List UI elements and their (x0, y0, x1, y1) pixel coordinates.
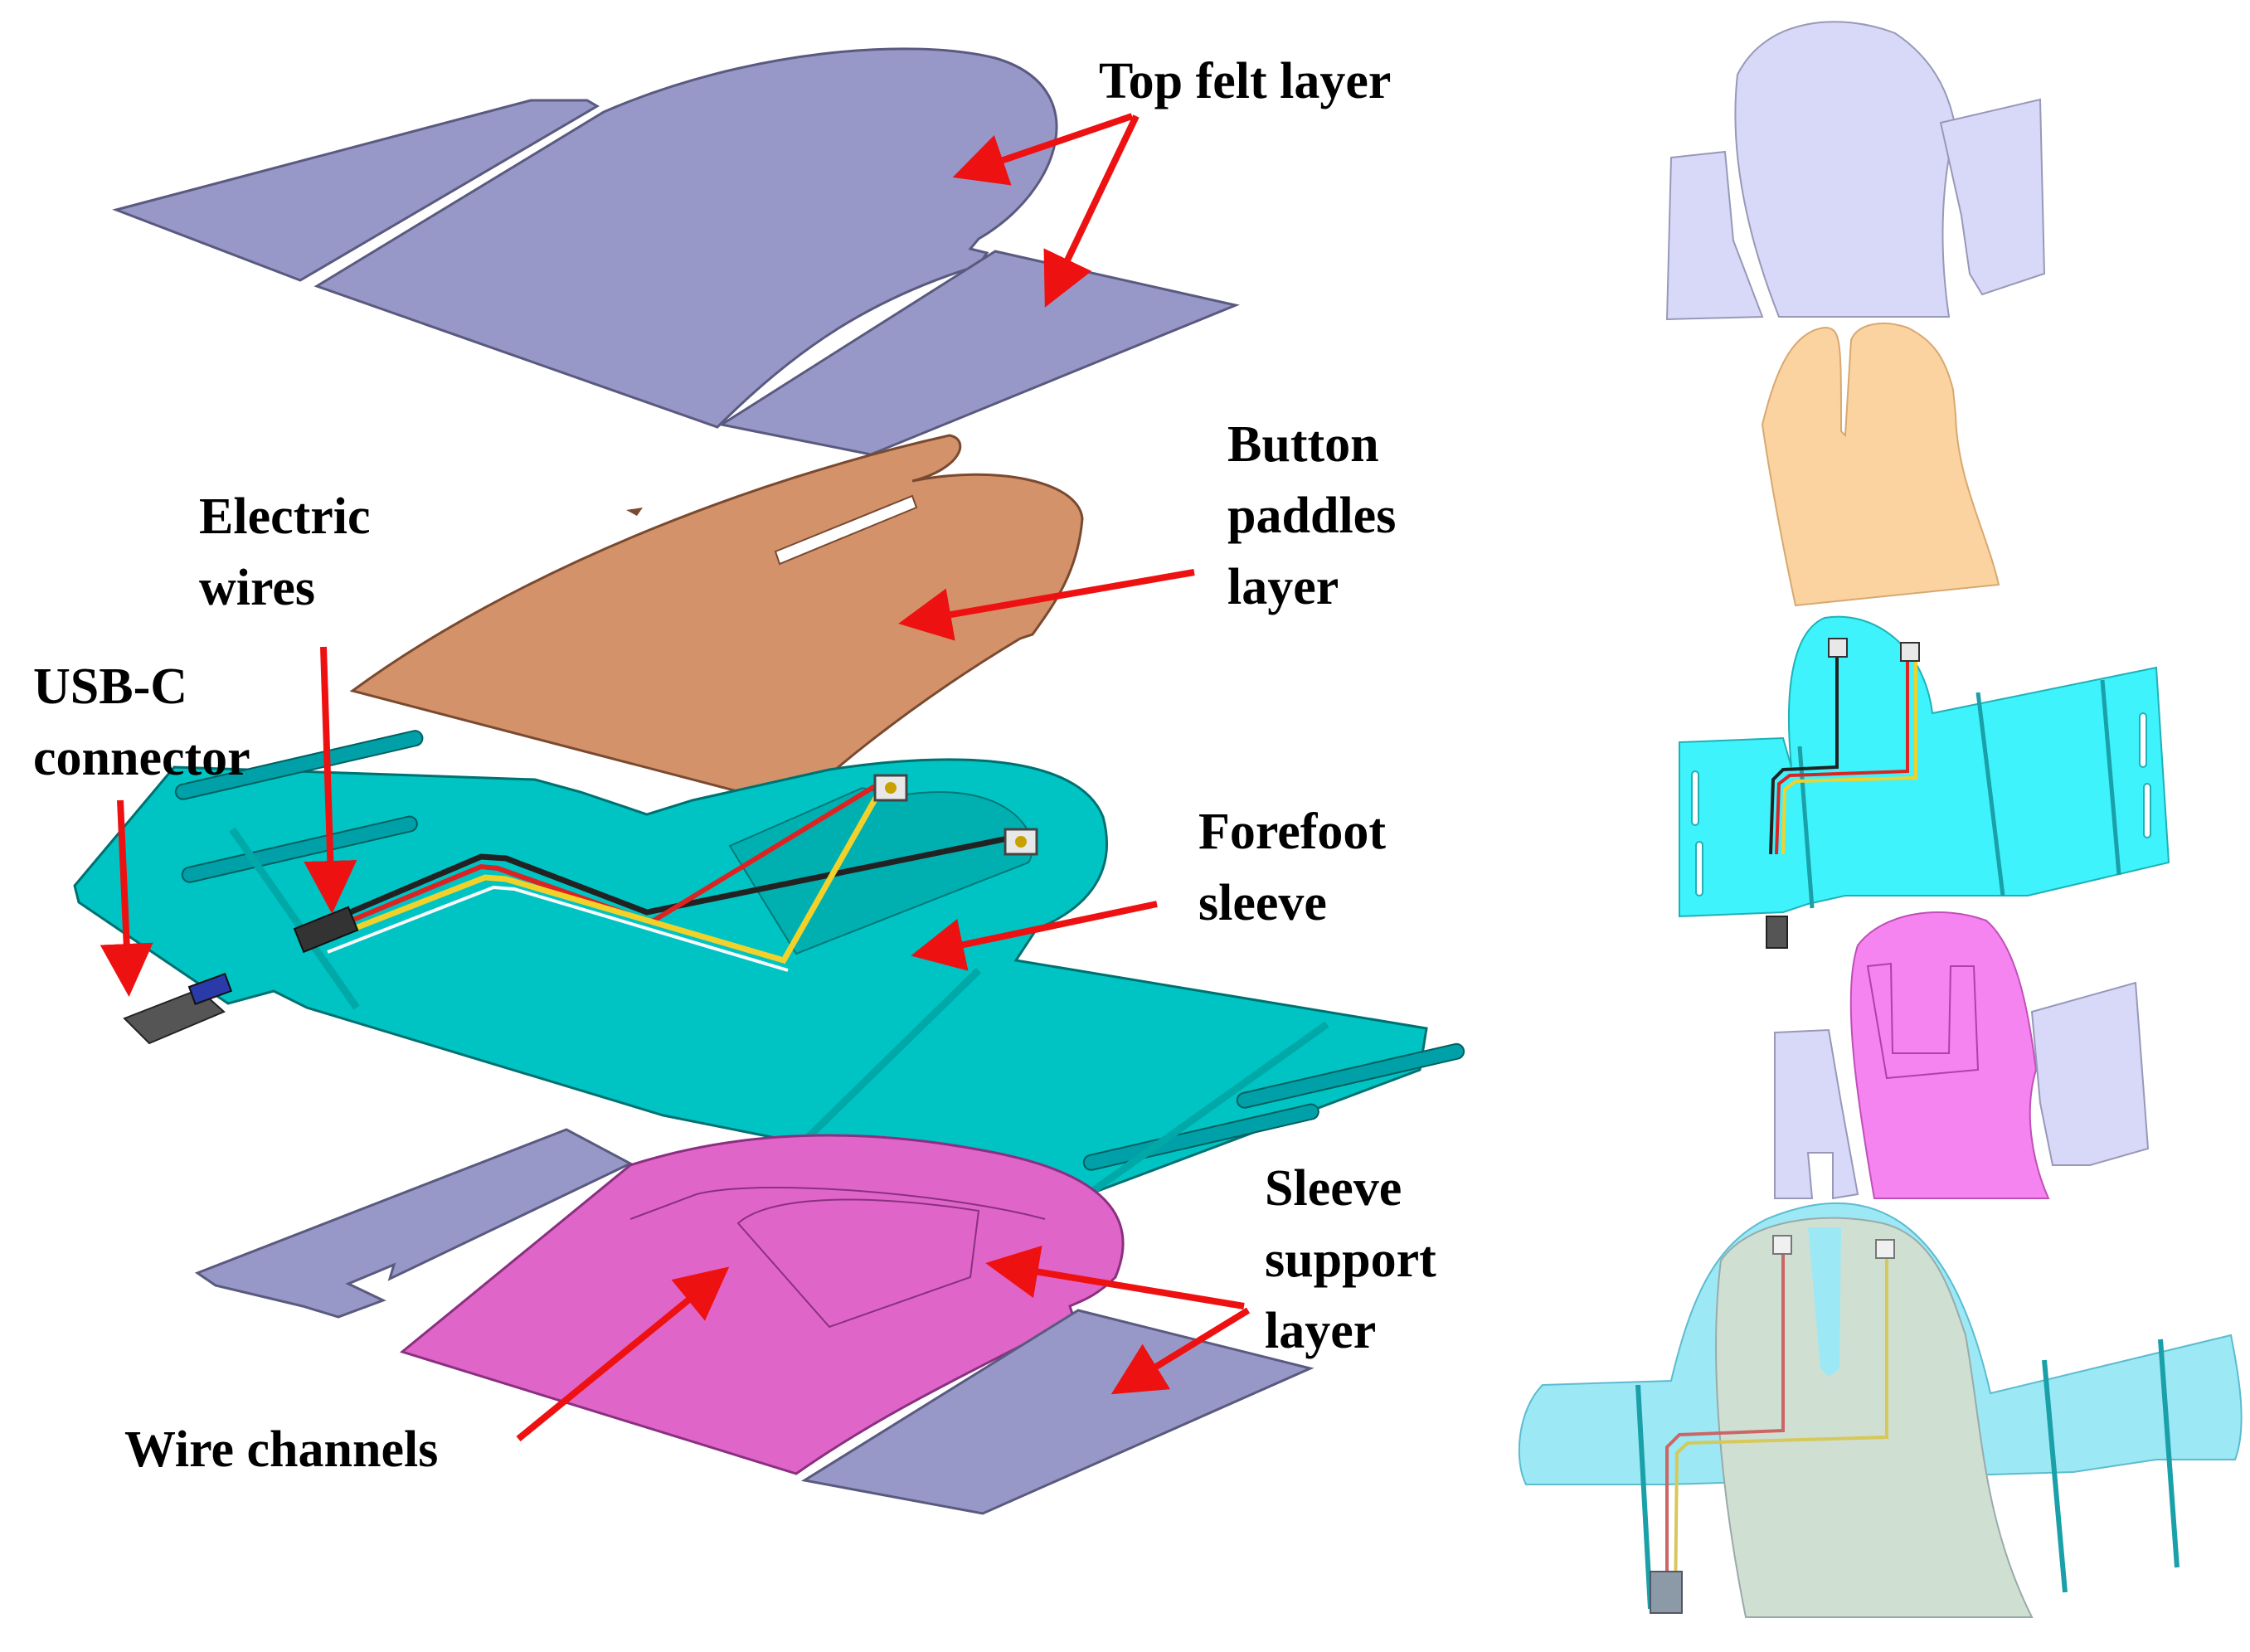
flat-felt-right (1939, 98, 2046, 296)
arrow-electric-wires (304, 646, 357, 914)
flat-sleeve-slot (1695, 841, 1703, 896)
annotation-arrows (100, 113, 1251, 1442)
label-line: support (1265, 1232, 1436, 1288)
arrow-top-felt-b (1043, 114, 1140, 308)
paddles-slot (774, 494, 918, 566)
arrow-sleeve-support-b (1110, 1307, 1251, 1395)
flat-wire-black (1769, 647, 1839, 855)
flat-felt-left (1665, 150, 1764, 321)
flat-support-channel (1866, 962, 1980, 1080)
overlay-ridge (2158, 1339, 2180, 1568)
paddles-shape (349, 434, 1084, 808)
sleeve-ridge (229, 827, 360, 1010)
wire-black (313, 834, 1013, 930)
overlay-switch (1875, 1239, 1895, 1259)
sleeve-slot (174, 730, 424, 800)
label-line: paddles (1227, 488, 1397, 544)
label-forefoot-sleeve: Forefoot sleeve (1198, 796, 1386, 939)
flat-sleeve-support (1774, 911, 2150, 1200)
button-paddles-layer (349, 434, 1084, 808)
flat-sleeve-slot (2139, 712, 2147, 768)
flat-overlay-assembly (1518, 1202, 2243, 1618)
label-line: Sleeve (1265, 1160, 1402, 1217)
label-line: connector (33, 730, 250, 786)
arrow-top-felt-a (952, 113, 1134, 186)
flat-wire-yellow (1781, 651, 1917, 855)
overlay-wires (1674, 1248, 1888, 1610)
usb-c-connector (123, 972, 233, 1045)
flat-support-right (2030, 981, 2150, 1166)
label-wire-channels: Wire channels (124, 1414, 438, 1485)
flat-support-left (1774, 1028, 1859, 1200)
flat-sleeve-ridge (1975, 692, 2005, 896)
flat-sleeve-slot (1691, 770, 1699, 826)
overlay-ridge (1635, 1384, 1653, 1610)
sleeve-body (73, 758, 1428, 1200)
top-felt-layer (112, 47, 1240, 456)
felt-left-strip (112, 99, 600, 282)
support-channel (629, 1186, 1046, 1220)
arrow-wire-channels (516, 1266, 730, 1442)
arrow-usb-c (100, 799, 153, 997)
flat-forefoot-sleeve (1679, 615, 2170, 949)
flat-wire-red (1775, 651, 1909, 855)
overlay-wires (1665, 1244, 1785, 1609)
label-line: wires (199, 560, 316, 616)
arrow-sleeve-support-a (985, 1245, 1245, 1309)
label-line: layer (1227, 559, 1339, 615)
paddles-notch (626, 508, 643, 516)
label-line: Button (1227, 416, 1379, 473)
flat-paddles-shape (1761, 323, 2000, 607)
overlay-paddle-gap (1808, 1227, 1841, 1377)
label-top-felt-layer: Top felt layer (1099, 46, 1391, 117)
flat-paddles-layer (1761, 323, 2000, 607)
label-line: Wire channels (124, 1421, 439, 1478)
label-line: sleeve (1198, 875, 1327, 931)
flat-sleeve-slot (2143, 783, 2151, 838)
support-channel (736, 1198, 980, 1329)
arrow-forefoot-sleeve (911, 901, 1158, 971)
overlay-switch (1772, 1235, 1792, 1255)
overlay-usb-c (1650, 1571, 1683, 1614)
label-line: Top felt layer (1099, 53, 1392, 109)
flat-sleeve-body (1679, 615, 2170, 918)
connector-port (293, 906, 359, 954)
label-button-paddles-layer: Button paddles layer (1227, 409, 1396, 623)
label-usb-c-connector: USB-C connector (33, 651, 250, 794)
label-sleeve-support-layer: Sleeve support layer (1265, 1153, 1436, 1367)
label-electric-wires: Electric wires (199, 481, 371, 624)
label-line: USB-C (33, 658, 188, 715)
flat-sleeve-ridge (2100, 679, 2121, 876)
label-line: layer (1265, 1303, 1377, 1359)
label-line: Forefoot (1198, 804, 1387, 860)
flat-felt-center (1734, 21, 1957, 318)
flat-felt-layer (1665, 21, 2046, 321)
usb-c-board (187, 972, 233, 1005)
wire-yellow (313, 790, 882, 964)
label-line: Electric (199, 488, 371, 545)
flat-support-center (1849, 911, 2050, 1199)
support-right-strip (800, 1309, 1315, 1515)
sleeve-slot (181, 815, 418, 883)
sleeve-slot (1236, 1042, 1465, 1109)
support-left-strip (194, 1128, 634, 1319)
flat-usb-c (1766, 916, 1788, 949)
overlay-center (1715, 1217, 2034, 1618)
wire-red (313, 781, 881, 938)
wire-white (327, 885, 789, 972)
sleeve-ridge (776, 967, 982, 1169)
arrow-button-paddles (898, 569, 1195, 641)
overlay-ridge (2042, 1359, 2068, 1593)
flat-switch (1828, 638, 1848, 658)
flat-switch (1900, 642, 1920, 662)
forefoot-sleeve (73, 730, 1465, 1202)
sleeve-ridge (1080, 1021, 1329, 1202)
